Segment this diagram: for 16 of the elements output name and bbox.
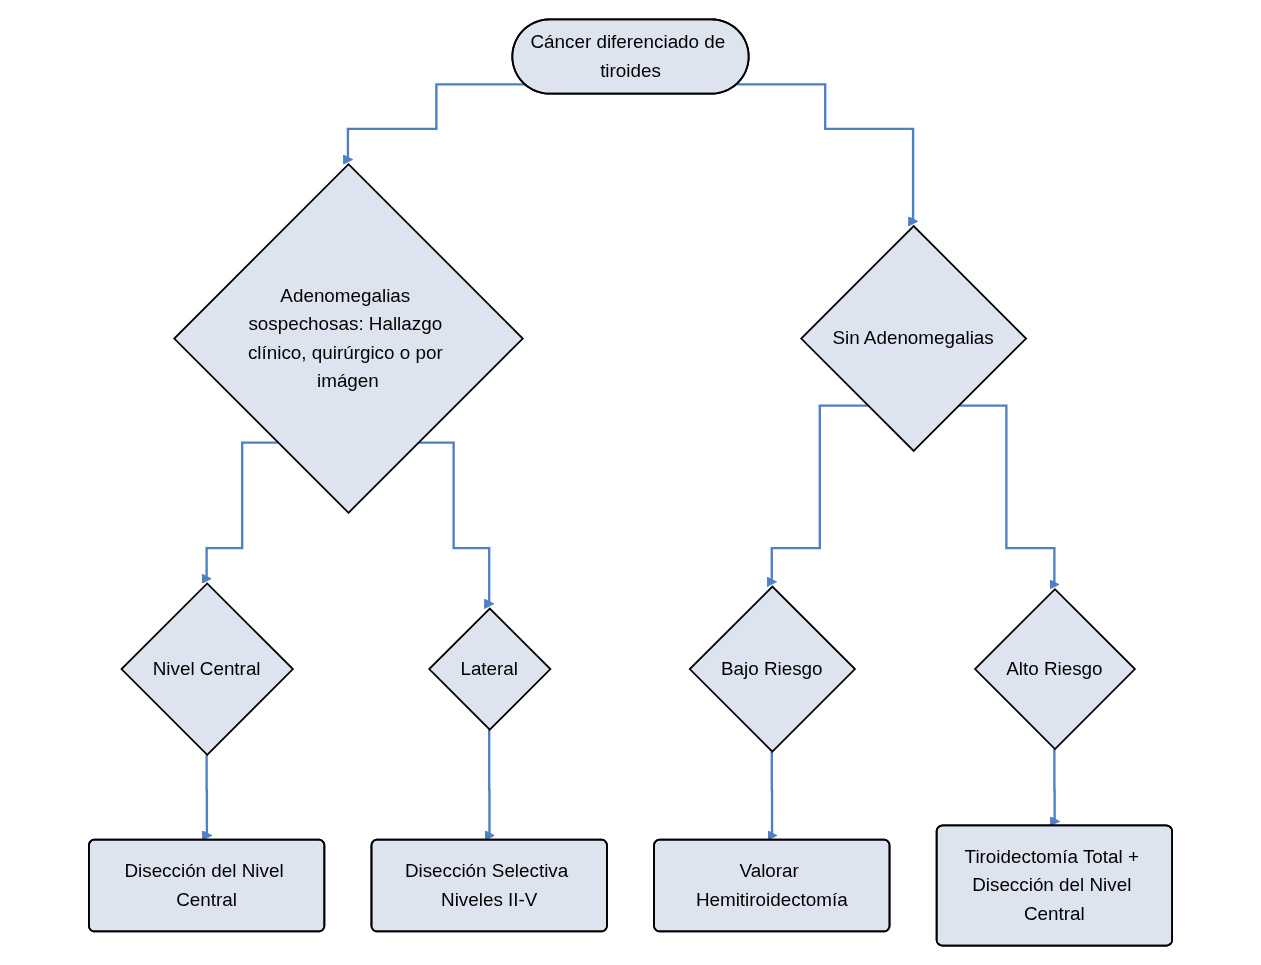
arrow [766, 404, 868, 587]
arrow [418, 441, 495, 609]
arrow [958, 404, 1060, 590]
node-diamond: Sin Adenomegalias [800, 224, 1028, 453]
arrow [767, 750, 778, 841]
node-diamond: Nivel Central [120, 582, 295, 757]
node-diamond: Adenomegalias sospechosas: Hallazgo clínico, quirúrgico o por imágen [173, 163, 524, 514]
arrow [484, 728, 495, 841]
arrow [737, 83, 919, 227]
arrow [1049, 747, 1061, 827]
node-diamond: Bajo Riesgo [688, 585, 857, 753]
node-diamond: Alto Riesgo [973, 587, 1137, 751]
node-diamond: Lateral [427, 607, 552, 731]
arrow [342, 83, 525, 165]
arrow [202, 753, 213, 841]
arrow [201, 441, 278, 584]
